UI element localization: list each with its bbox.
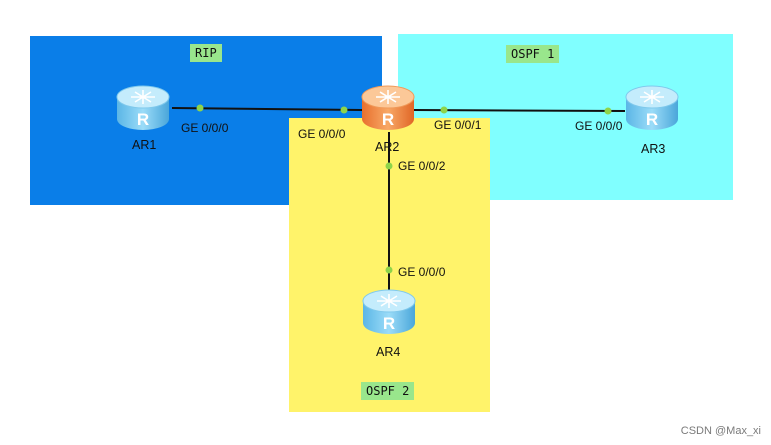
port-ar2-ge000[interactable] <box>340 106 348 114</box>
port-ar2-ge002[interactable] <box>385 162 393 170</box>
interface-label-ar2-ge000: GE 0/0/0 <box>298 127 346 141</box>
router-icon: R <box>625 85 679 130</box>
router-icon: R <box>361 85 415 130</box>
router-icon: R <box>362 289 416 334</box>
router-ar1[interactable]: R <box>115 84 171 132</box>
port-ar3-ge000[interactable] <box>604 107 612 115</box>
interface-label-ar1-ge000: GE 0/0/0 <box>181 121 229 135</box>
router-name-ar4: AR4 <box>376 345 401 359</box>
area-rip-label: RIP <box>190 44 222 62</box>
router-name-ar1: AR1 <box>132 138 157 152</box>
interface-label-ar4-ge000: GE 0/0/0 <box>398 265 446 279</box>
router-ar4[interactable]: R <box>361 288 417 336</box>
interface-label-ar2-ge002: GE 0/0/2 <box>398 159 446 173</box>
watermark: CSDN @Max_xi <box>680 425 761 437</box>
svg-text:R: R <box>383 314 395 333</box>
router-name-ar3: AR3 <box>641 142 666 156</box>
area-ospf1-label: OSPF 1 <box>506 45 560 63</box>
router-ar3[interactable]: R <box>624 84 680 132</box>
svg-text:R: R <box>382 110 394 129</box>
port-ar2-ge001[interactable] <box>440 106 448 114</box>
router-ar2[interactable]: R <box>360 84 416 132</box>
port-ar1-ge000[interactable] <box>196 104 204 112</box>
link-ar2-ar3[interactable] <box>413 109 626 112</box>
link-ar1-ar2[interactable] <box>171 107 363 111</box>
svg-text:R: R <box>137 110 149 129</box>
router-icon: R <box>116 85 170 130</box>
port-ar4-ge000[interactable] <box>385 266 393 274</box>
svg-text:R: R <box>646 110 658 129</box>
interface-label-ar2-ge001: GE 0/0/1 <box>434 118 482 132</box>
area-ospf2-label: OSPF 2 <box>361 382 415 400</box>
router-name-ar2: AR2 <box>375 140 400 154</box>
interface-label-ar3-ge000: GE 0/0/0 <box>575 119 623 133</box>
